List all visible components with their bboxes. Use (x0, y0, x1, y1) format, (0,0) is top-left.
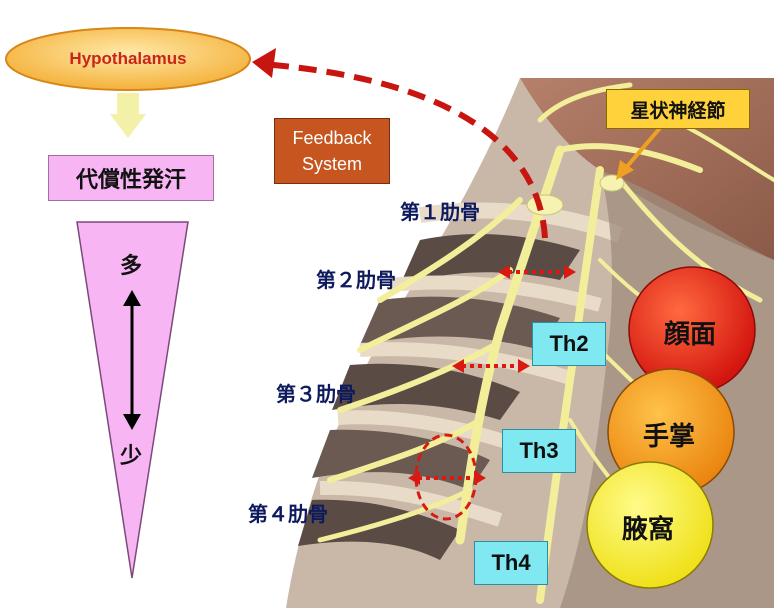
scale-top-label: 多 (120, 254, 143, 279)
region-circle-axilla (586, 461, 714, 589)
rib-3-label: 第３肋骨 (276, 382, 356, 406)
hypothalamus-ellipse (5, 27, 251, 91)
rib-4-label: 第４肋骨 (248, 502, 328, 526)
highlight-circle (414, 433, 478, 521)
feedback-line-2: System (301, 154, 362, 174)
feedback-arrow (261, 61, 548, 239)
region-label-axilla: 腋窩 (622, 515, 675, 545)
double-arrow-icon (123, 290, 141, 430)
rib-level-arrows (418, 270, 566, 480)
rib-1-label: 第１肋骨 (400, 200, 480, 224)
hypothalamus-label: Hypothalamus (69, 49, 187, 68)
stellate-pointer-arrow (622, 126, 662, 172)
rib-level-arrow-heads-icon (408, 265, 576, 485)
down-arrow-icon (110, 93, 146, 138)
th2-box: Th2 (532, 322, 606, 366)
stellate-ganglion-label: 星状神経節 (606, 89, 750, 129)
scale-bottom-label: 少 (120, 444, 143, 469)
stellate-pointer-head-icon (616, 160, 634, 180)
region-label-palm: 手掌 (643, 422, 696, 452)
th3-box: Th3 (502, 429, 576, 473)
compensatory-sweating-box: 代償性発汗 (48, 155, 214, 201)
region-label-face: 顔面 (664, 320, 717, 350)
th4-box: Th4 (474, 541, 548, 585)
feedback-system-box: Feedback System (274, 118, 390, 184)
feedback-arrow-head-icon (252, 48, 276, 78)
rib-2-label: 第２肋骨 (316, 268, 396, 292)
feedback-line-1: Feedback (292, 128, 372, 148)
